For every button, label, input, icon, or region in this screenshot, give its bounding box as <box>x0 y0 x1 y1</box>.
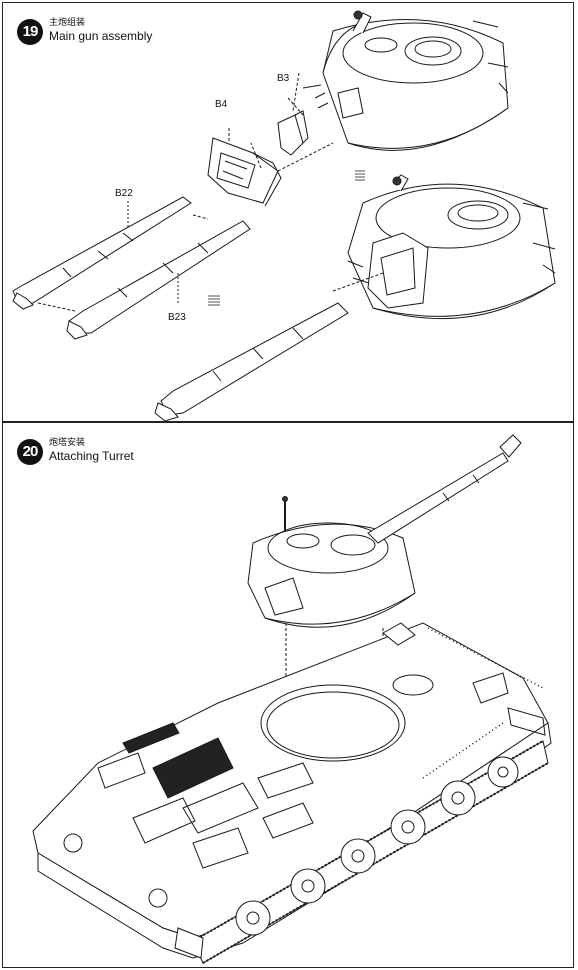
step-19-title-zh: 主炮组装 <box>49 18 86 28</box>
step-19-header: 19 主炮组装 Main gun assembly <box>17 18 153 45</box>
step-19-title-en: Main gun assembly <box>49 29 153 43</box>
step-20-title-en: Attaching Turret <box>49 449 134 463</box>
part-b3-drawing <box>277 72 309 156</box>
step-19-diagram: B3 B4 B22 B23 <box>12 10 556 422</box>
part-label-b23: B23 <box>168 312 186 323</box>
step-20-diagram <box>32 434 552 964</box>
step-20-title-zh: 炮塔安装 <box>49 438 86 448</box>
part-b22-drawing <box>12 196 192 312</box>
upper-turret-drawing <box>302 10 509 151</box>
step-19-number-badge: 19 <box>17 19 43 45</box>
part-label-b22: B22 <box>115 188 133 199</box>
step-20-number-badge: 20 <box>17 439 43 465</box>
assembled-gun-drawing <box>154 302 349 422</box>
step-20-panel: 20 炮塔安装 Attaching Turret <box>2 422 574 968</box>
assembled-turret-drawing <box>332 174 556 320</box>
hull-front-details <box>63 833 204 959</box>
turret-drawing <box>247 434 522 628</box>
step-19-panel: 19 主炮组装 Main gun assembly <box>2 2 574 422</box>
step-20-header: 20 炮塔安装 Attaching Turret <box>17 438 134 465</box>
sprue-marker-19a <box>355 170 365 181</box>
part-b23-drawing <box>66 214 251 340</box>
sprue-marker-19b <box>208 295 220 306</box>
road-wheels <box>235 756 519 936</box>
part-label-b4: B4 <box>215 99 228 110</box>
part-label-b3: B3 <box>277 73 290 84</box>
part-b4-drawing <box>207 128 334 207</box>
